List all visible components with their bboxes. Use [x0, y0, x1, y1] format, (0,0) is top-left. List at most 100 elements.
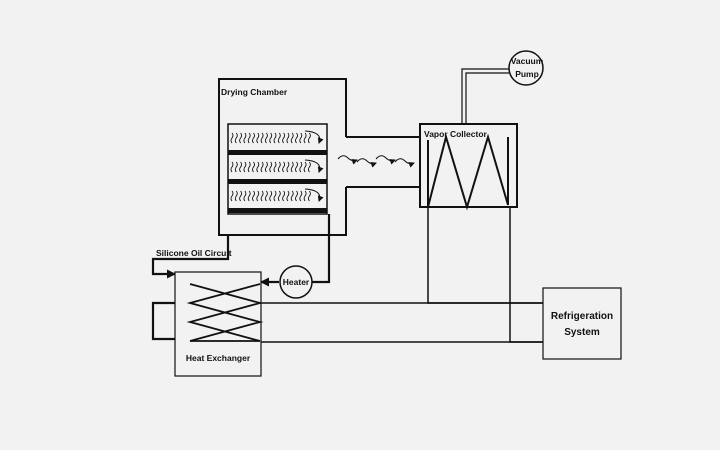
vacuum-pump-label-2: Pump — [515, 69, 539, 79]
vapor-flow-arrow — [356, 158, 377, 168]
product-wave — [295, 132, 298, 144]
heat-exchanger-box — [174, 271, 262, 377]
product-wave — [282, 132, 286, 144]
exchanger-coil-1 — [186, 283, 264, 342]
product-wave — [273, 190, 277, 202]
oil-chamber-to-heater — [311, 214, 331, 284]
condenser-coil — [427, 133, 509, 211]
drying-chamber: Drying Chamber — [218, 78, 347, 236]
refrigeration-system-label-2: System — [564, 327, 600, 338]
product-wave — [256, 190, 260, 202]
silicone-oil-circuit — [151, 214, 331, 341]
product-wave — [273, 161, 277, 173]
vapor-flow-arrows — [337, 155, 415, 168]
product-wave — [239, 161, 243, 173]
drying-chamber-wall — [218, 78, 347, 236]
product-wave — [299, 190, 303, 202]
product-wave — [243, 132, 247, 144]
heater-circle — [279, 265, 313, 299]
product-wave — [230, 190, 234, 202]
product-wave — [277, 190, 281, 202]
vapor-flow-arrow — [394, 158, 415, 168]
shelf-plate — [228, 208, 327, 213]
product-wave — [299, 161, 303, 173]
product-wave — [234, 161, 238, 173]
heater-label: Heater — [283, 277, 310, 287]
vacuum-pump-circle — [508, 50, 544, 86]
product-wave — [252, 132, 255, 144]
product-wave — [230, 161, 234, 173]
product-wave — [264, 132, 268, 144]
product-wave — [247, 132, 251, 144]
product-wave — [230, 132, 234, 144]
product-wave — [303, 190, 307, 202]
product-wave — [307, 190, 311, 202]
vacuum-pump: Vacuum Pump — [508, 50, 544, 86]
vacuum-pump-label-1: Vacuum — [511, 56, 544, 66]
oil-return-line — [151, 236, 230, 279]
product-wave — [256, 161, 260, 173]
product-wave — [277, 161, 281, 173]
vapor-flow-arrow — [375, 155, 396, 165]
drying-chamber-label: Drying Chamber — [221, 87, 288, 97]
product-wave — [282, 190, 286, 202]
product-wave — [290, 161, 294, 173]
product-wave — [252, 190, 255, 202]
product-wave — [290, 132, 294, 144]
product-wave — [307, 132, 311, 144]
heater: Heater — [279, 265, 313, 299]
product-wave — [239, 190, 243, 202]
product-wave — [286, 161, 290, 173]
refrigeration-system: Refrigeration System — [542, 287, 622, 360]
product-wave — [286, 190, 290, 202]
product-wave — [260, 161, 264, 173]
product-wave — [252, 161, 255, 173]
product-wave — [264, 190, 268, 202]
vapor-collector-label: Vapor Collector — [424, 129, 488, 139]
product-wave — [277, 132, 281, 144]
collector-to-refrigeration-line-1 — [427, 207, 543, 304]
product-wave — [239, 132, 243, 144]
product-wave — [303, 161, 307, 173]
vapor-duct — [346, 124, 421, 207]
vapor-collector-box — [419, 123, 518, 208]
product-wave — [269, 132, 273, 144]
vapor-collector: Vapor Collector — [419, 123, 518, 211]
product-wave — [290, 190, 294, 202]
refrigeration-lines — [261, 207, 543, 343]
vapor-escape-arrow — [304, 159, 324, 173]
vapor-flow-arrow — [337, 155, 358, 165]
shelves — [228, 130, 327, 213]
product-wave — [307, 161, 311, 173]
product-wave — [269, 190, 273, 202]
shelf-plate — [228, 179, 327, 184]
product-wave — [286, 132, 290, 144]
refrigeration-system-label-1: Refrigeration — [551, 311, 613, 322]
heat-exchanger-label: Heat Exchanger — [186, 353, 251, 363]
product-wave — [273, 132, 277, 144]
heat-exchanger: Heat Exchanger — [174, 271, 264, 377]
product-wave — [295, 190, 298, 202]
product-wave — [234, 190, 238, 202]
refrigeration-system-box — [542, 287, 622, 360]
product-wave — [247, 161, 251, 173]
product-wave — [264, 161, 268, 173]
product-wave — [260, 190, 264, 202]
shelf-stack — [227, 123, 328, 215]
vapor-escape-arrow — [304, 188, 324, 202]
vapor-escape-arrow — [304, 130, 324, 144]
product-wave — [303, 132, 307, 144]
product-wave — [256, 132, 260, 144]
product-wave — [260, 132, 264, 144]
product-wave — [243, 190, 247, 202]
oil-loop-left — [151, 301, 188, 341]
product-wave — [282, 161, 286, 173]
vacuum-line — [461, 68, 509, 124]
shelf-plate — [228, 150, 327, 155]
product-wave — [247, 190, 251, 202]
exchanger-coil-2 — [186, 283, 264, 342]
silicone-oil-circuit-label: Silicone Oil Circuit — [156, 248, 232, 258]
product-wave — [299, 132, 303, 144]
